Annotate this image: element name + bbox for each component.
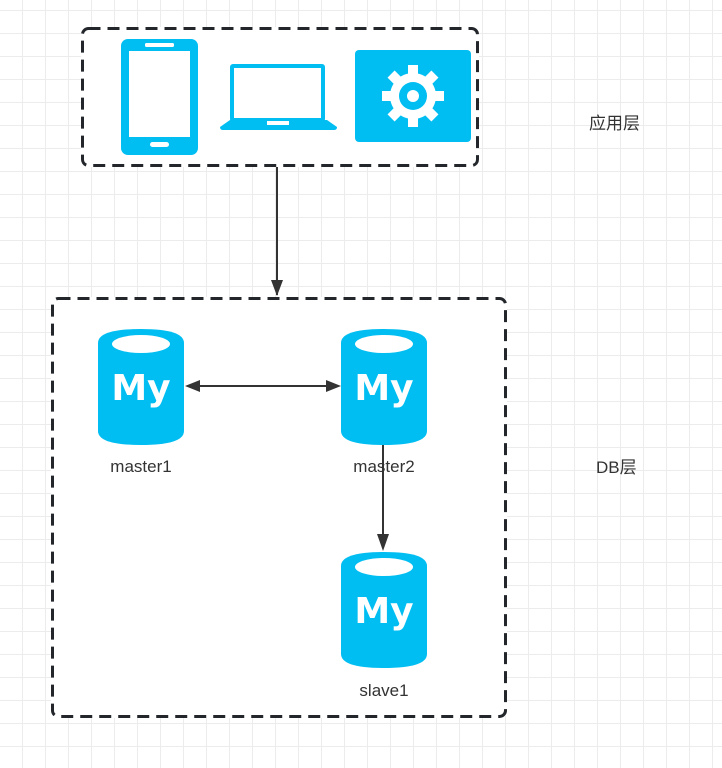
node-label-master2: master2 [353,457,415,476]
gear-icon[interactable] [355,50,471,142]
app-layer-group[interactable] [81,27,479,167]
node-label-slave1: slave1 [359,681,409,700]
node-label-master1: master1 [110,457,172,476]
mysql-logo-text: My [111,368,170,409]
smartphone-icon[interactable] [121,39,198,155]
app-layer-label: 应用层 [589,114,640,133]
db-layer-border [51,297,507,718]
mysql-database-icon[interactable]: My [98,329,184,445]
db-layer-label: DB层 [596,458,637,477]
mysql-database-icon[interactable]: My [341,552,427,668]
mysql-logo-text: My [354,591,413,632]
app-layer-border [81,27,479,167]
mysql-logo-text: My [354,368,413,409]
edge-app-to-db-arrowhead [271,280,283,296]
laptop-icon[interactable] [220,64,337,130]
mysql-database-icon[interactable]: My [341,329,427,445]
